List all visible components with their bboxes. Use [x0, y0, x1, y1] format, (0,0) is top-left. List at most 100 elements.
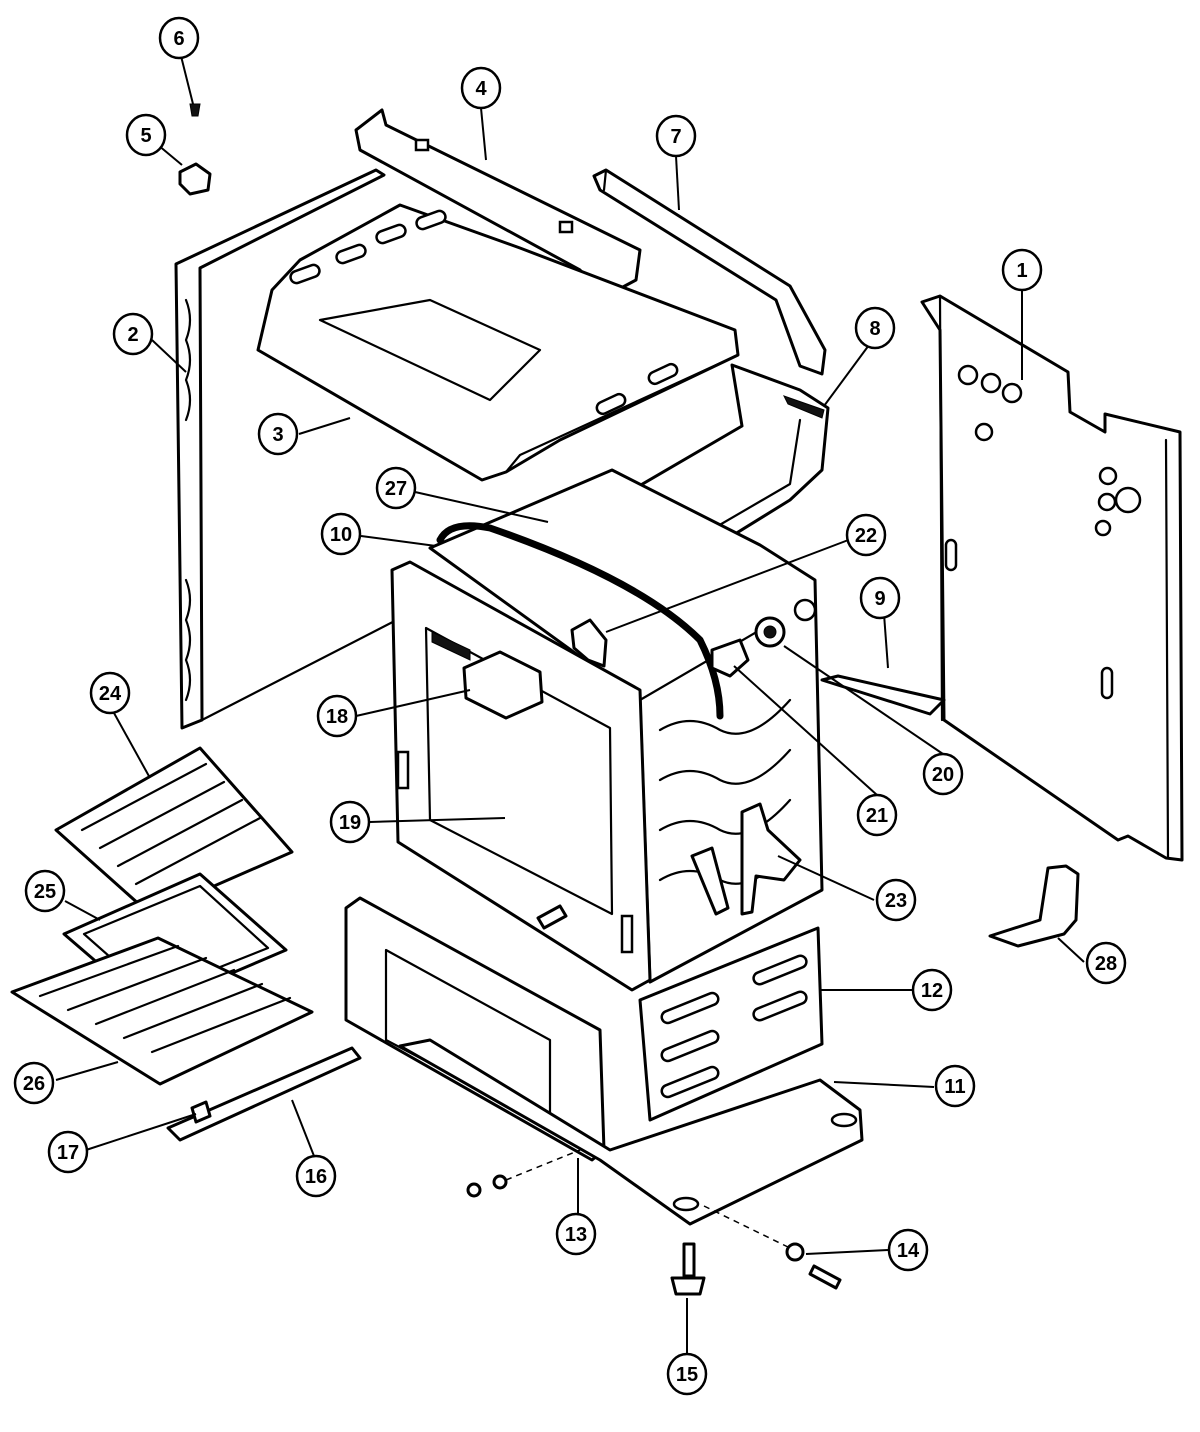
callout-5: 5 [125, 113, 167, 157]
callout-4: 4 [460, 66, 502, 110]
callout-number: 12 [921, 980, 943, 1002]
part-leveling-leg [670, 1242, 706, 1296]
callout-circle [887, 1228, 929, 1272]
callout-circle [460, 66, 502, 110]
callout-22: 22 [845, 513, 887, 557]
part-oven-rack [10, 936, 314, 1086]
callout-circle [934, 1064, 976, 1108]
callout-21: 21 [856, 793, 898, 837]
callout-number: 27 [385, 478, 407, 500]
callout-6: 6 [158, 16, 200, 60]
callout-19: 19 [329, 800, 371, 844]
part-screw-19 [536, 904, 568, 930]
callout-number: 21 [866, 805, 888, 827]
callout-circle [257, 412, 299, 456]
callout-number: 8 [869, 318, 880, 340]
callout-circle [24, 869, 66, 913]
part-rack-slide [166, 1046, 362, 1142]
callout-number: 28 [1095, 953, 1117, 975]
part-top-rear-rail [354, 108, 642, 298]
callout-14: 14 [887, 1228, 929, 1272]
callout-20: 20 [922, 752, 964, 796]
part-right-side-panel [920, 294, 1184, 862]
callout-circle [112, 312, 154, 356]
callout-number: 13 [565, 1224, 587, 1246]
callout-11: 11 [934, 1064, 976, 1108]
callout-circle [1001, 248, 1043, 292]
part-top-burner-box [256, 203, 740, 482]
callout-13: 13 [555, 1212, 597, 1256]
callout-16: 16 [295, 1154, 337, 1198]
callout-circle [854, 306, 896, 350]
callout-number: 25 [34, 881, 56, 903]
callout-number: 2 [127, 324, 138, 346]
part-clip [570, 618, 608, 668]
callout-10: 10 [320, 512, 362, 556]
callout-9: 9 [859, 576, 901, 620]
part-base [398, 1038, 864, 1226]
callout-number: 18 [326, 706, 348, 728]
callout-number: 20 [932, 764, 954, 786]
callout-circle [555, 1212, 597, 1256]
callout-7: 7 [655, 114, 697, 158]
callout-12: 12 [911, 968, 953, 1012]
callout-circle [295, 1154, 337, 1198]
callout-circle [666, 1352, 708, 1396]
callout-circle [158, 16, 200, 60]
leader-lines [55, 55, 1085, 1354]
callout-number: 14 [897, 1240, 920, 1262]
callout-number: 17 [57, 1142, 79, 1164]
part-broiler-rack [54, 746, 294, 916]
callout-2: 2 [112, 312, 154, 356]
callout-circle [911, 968, 953, 1012]
callout-number: 10 [330, 524, 352, 546]
callout-circle [856, 793, 898, 837]
callout-number: 11 [944, 1076, 965, 1098]
part-heat-shield [820, 674, 946, 716]
callout-25: 25 [24, 869, 66, 913]
callout-8: 8 [854, 306, 896, 350]
callout-circle [47, 1130, 89, 1174]
callout-number: 1 [1016, 260, 1027, 282]
part-screw-washer [466, 1149, 842, 1290]
callout-number: 4 [475, 78, 487, 100]
callout-circle [845, 513, 887, 557]
callout-circle [1085, 941, 1127, 985]
callout-number: 19 [339, 812, 361, 834]
callout-17: 17 [47, 1130, 89, 1174]
callout-15: 15 [666, 1352, 708, 1396]
part-knob [178, 162, 212, 196]
callout-26: 26 [13, 1061, 55, 1105]
part-valve [710, 616, 786, 678]
callout-number: 15 [676, 1364, 698, 1386]
callout-circle [859, 576, 901, 620]
callout-circle [655, 114, 697, 158]
callout-23: 23 [875, 878, 917, 922]
part-control-bracket [690, 802, 802, 916]
callout-number: 6 [173, 28, 184, 50]
callout-number: 22 [855, 525, 877, 547]
callout-number: 16 [305, 1166, 327, 1188]
callout-number: 7 [670, 126, 681, 148]
callout-27: 27 [375, 466, 417, 510]
callout-circle [329, 800, 371, 844]
callout-number: 23 [885, 890, 907, 912]
part-anti-tip-bracket [988, 864, 1080, 948]
callout-number: 9 [874, 588, 885, 610]
part-tube [436, 522, 724, 720]
part-left-side-panel [174, 168, 422, 730]
callout-circle [13, 1061, 55, 1105]
callout-circle [375, 466, 417, 510]
callout-circle [89, 671, 131, 715]
callout-circle [320, 512, 362, 556]
callout-number: 26 [23, 1073, 45, 1095]
callout-circle [316, 694, 358, 738]
part-flue-strip [592, 168, 827, 376]
callout-circle [875, 878, 917, 922]
callout-number: 24 [99, 683, 122, 705]
callout-28: 28 [1085, 941, 1127, 985]
callout-24: 24 [89, 671, 131, 715]
callout-18: 18 [316, 694, 358, 738]
part-bracket-18 [462, 650, 544, 720]
